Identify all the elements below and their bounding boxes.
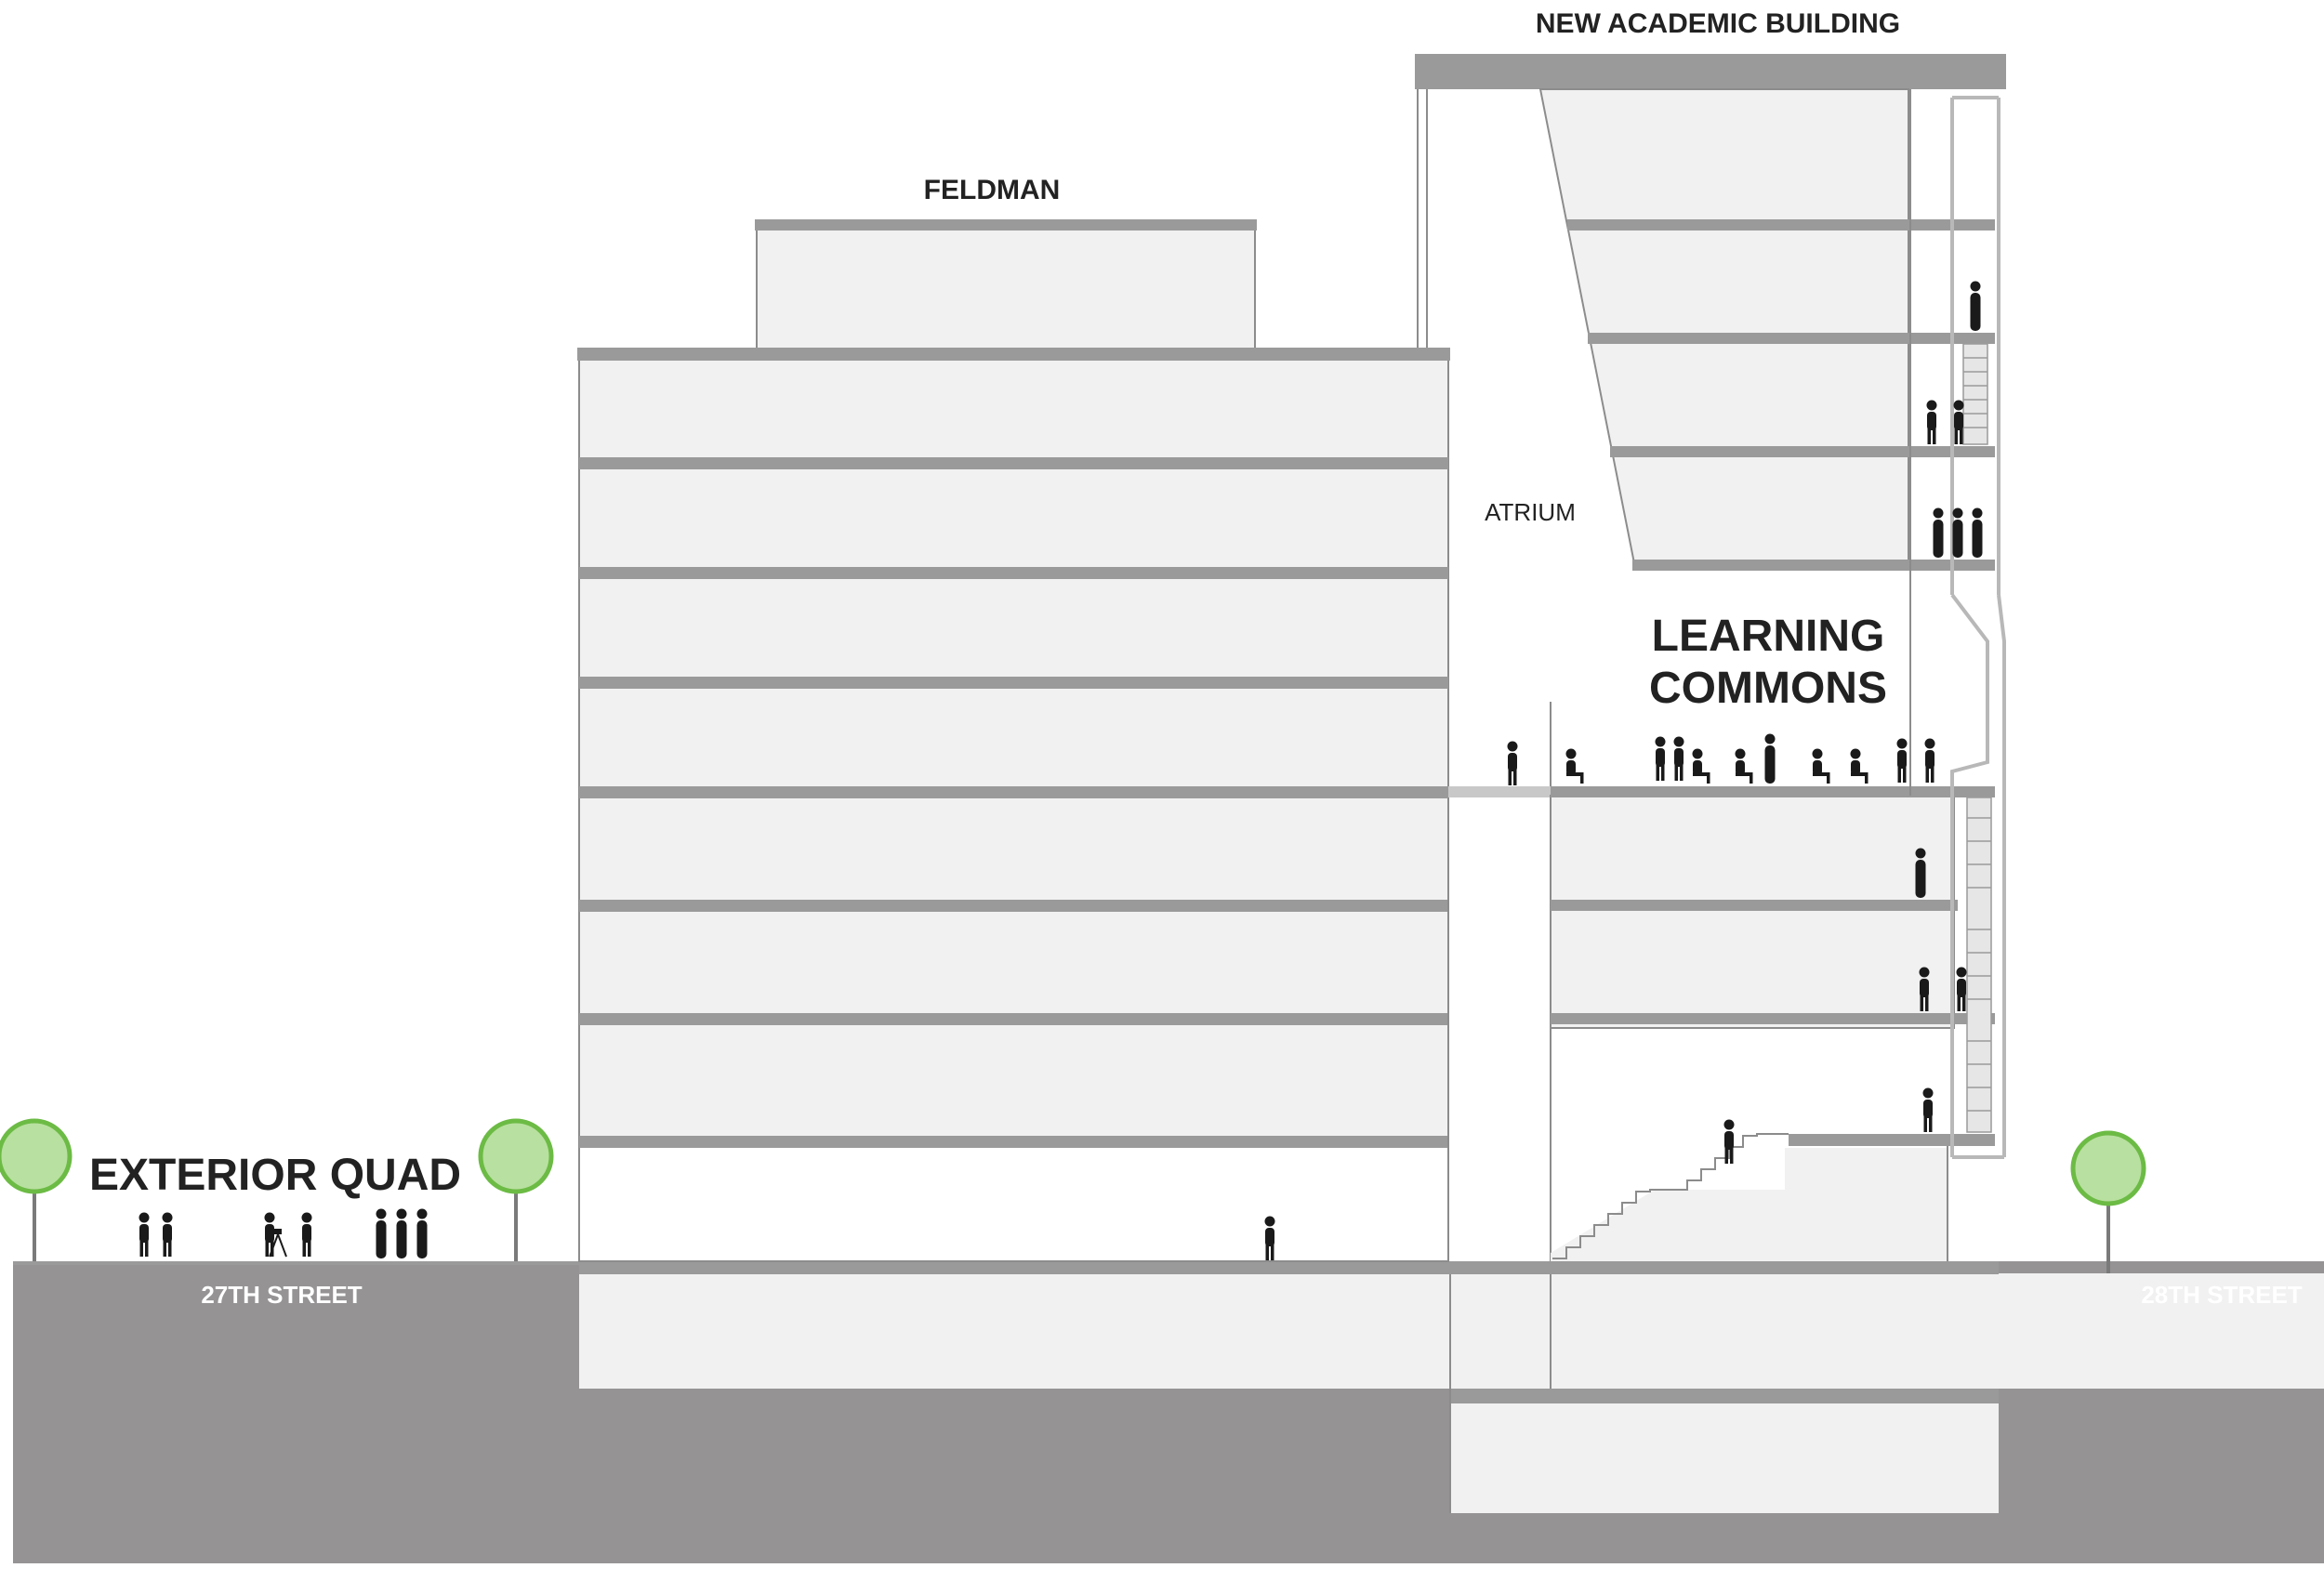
quad-ground-line <box>13 1261 580 1265</box>
staircase-icon <box>1962 343 1992 1133</box>
basement-rooms <box>579 1273 2324 1513</box>
feldman-building <box>577 219 1450 1262</box>
person-figure-icon <box>139 281 1983 1260</box>
tree-icon <box>2070 1130 2146 1273</box>
grand-stair <box>1552 1133 1789 1259</box>
facade-frame <box>1950 96 2006 1159</box>
exterior-quad-label: EXTERIOR QUAD <box>89 1151 461 1200</box>
tree-icon <box>0 1118 73 1261</box>
new-academic-building <box>1415 54 2006 1261</box>
atrium-label: ATRIUM <box>1485 498 1576 526</box>
street-level-slab <box>579 1261 1999 1274</box>
28th-street-label: 28TH STREET <box>2141 1281 2302 1309</box>
feldman-label: FELDMAN <box>924 175 1061 205</box>
learning-commons-label-line2: COMMONS <box>1649 664 1887 713</box>
27th-street-label: 27TH STREET <box>201 1281 362 1309</box>
learning-commons-label-line1: LEARNING <box>1652 612 1885 661</box>
new-academic-building-label: NEW ACADEMIC BUILDING <box>1536 8 1900 39</box>
tree-icon <box>478 1118 554 1261</box>
